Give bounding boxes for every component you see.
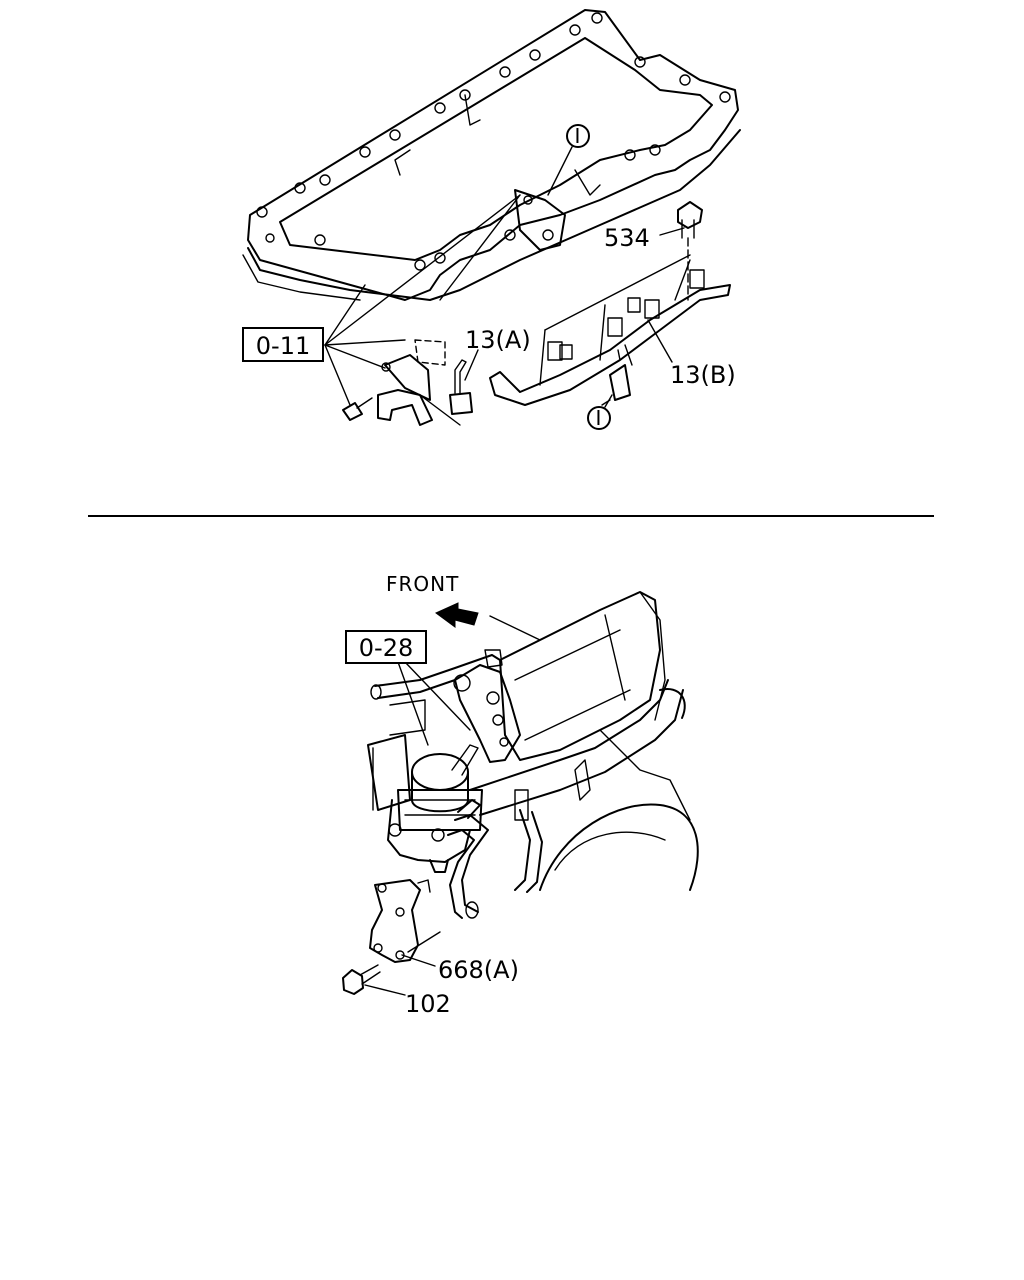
- svg-text:I: I: [575, 124, 582, 148]
- bolt-102: 102: [342, 964, 451, 1018]
- callout-13A: 13(A): [465, 326, 531, 354]
- svg-text:0-28: 0-28: [359, 634, 413, 662]
- svg-text:13(B): 13(B): [670, 361, 736, 389]
- ref-box-0-28: 0-28: [345, 630, 471, 746]
- cover-frame: [242, 9, 741, 301]
- svg-text:0-11: 0-11: [256, 332, 310, 360]
- front-direction: FRONT: [386, 572, 541, 641]
- separator-valve: [387, 744, 489, 919]
- svg-text:13(A): 13(A): [465, 326, 531, 354]
- wiring-harness: [489, 254, 731, 406]
- ref-box-0-11: 0-11: [242, 327, 324, 362]
- svg-text:668(A): 668(A): [438, 956, 519, 984]
- svg-text:534: 534: [604, 224, 650, 252]
- callout-13B: 13(B): [647, 319, 736, 389]
- sensor-bracket: [342, 339, 479, 426]
- top-assembly: 0-11 13(A): [242, 9, 741, 430]
- svg-text:102: 102: [405, 990, 451, 1018]
- front-arrow-icon: [435, 602, 479, 628]
- bracket-668A: 668(A): [369, 879, 519, 984]
- bottom-assembly: FRONT: [342, 572, 699, 1018]
- connector-mark-top: I: [547, 124, 590, 196]
- svg-text:I: I: [596, 406, 603, 430]
- svg-text:FRONT: FRONT: [386, 572, 459, 596]
- connector-mark-bottom: I: [587, 394, 613, 430]
- ref-leaders-0-11: [324, 194, 521, 406]
- bolt-534: 534: [604, 201, 703, 301]
